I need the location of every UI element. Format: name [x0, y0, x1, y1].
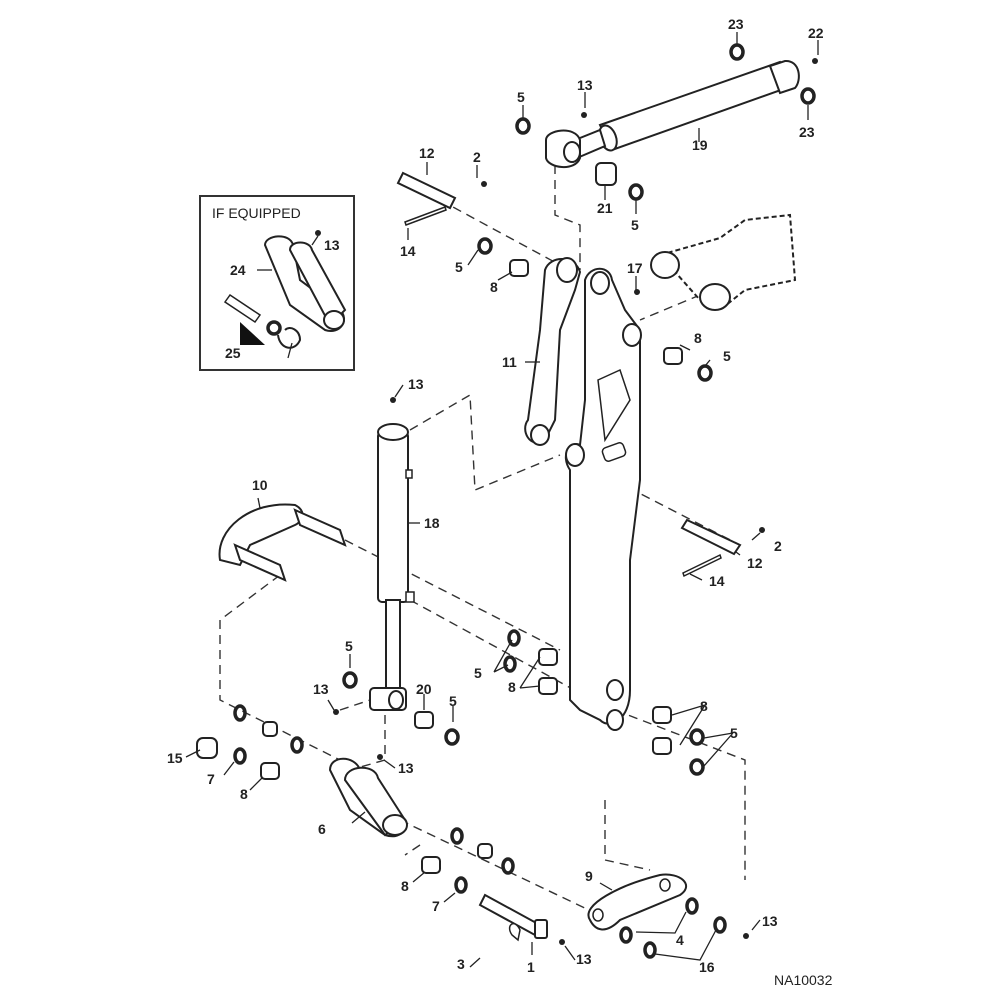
bucket-cylinder-18	[369, 423, 415, 711]
callout-8: 8	[401, 878, 409, 894]
boom-end	[650, 213, 797, 312]
callout-8: 8	[694, 330, 702, 346]
callout-25: 25	[225, 345, 241, 361]
callout-5: 5	[631, 217, 639, 233]
pin-12-top	[396, 171, 457, 210]
arm-11	[524, 257, 642, 731]
callout-24: 24	[230, 262, 246, 278]
callout-13: 13	[398, 760, 414, 776]
callout-7: 7	[432, 898, 440, 914]
callout-4: 4	[676, 932, 684, 948]
callout-5: 5	[517, 89, 525, 105]
callout-10: 10	[252, 477, 268, 493]
callout-14: 14	[709, 573, 725, 589]
callout-21: 21	[597, 200, 613, 216]
inset-title: IF EQUIPPED	[212, 205, 301, 221]
side-link-9	[587, 873, 688, 931]
callout-13: 13	[408, 376, 424, 392]
callout-16: 16	[699, 959, 715, 975]
arm-cylinder-19	[545, 59, 800, 186]
callout-5: 5	[449, 693, 457, 709]
bolt-14-right	[682, 553, 722, 578]
callout-2: 2	[774, 538, 782, 554]
callout-11: 11	[502, 354, 517, 370]
leader-lines	[185, 32, 819, 968]
callout-8: 8	[700, 698, 708, 714]
callout-6: 6	[318, 821, 326, 837]
callout-5: 5	[723, 348, 731, 364]
callout-8: 8	[490, 279, 498, 295]
callout-5: 5	[730, 725, 738, 741]
callout-17: 17	[627, 260, 643, 276]
pin-1	[478, 893, 548, 939]
callout-7: 7	[207, 771, 215, 787]
callout-13: 13	[577, 77, 593, 93]
callout-1: 1	[527, 959, 535, 975]
callout-5: 5	[345, 638, 353, 654]
callout-13: 13	[576, 951, 592, 967]
callout-15: 15	[167, 750, 183, 766]
callout-3: 3	[457, 956, 465, 972]
callout-13: 13	[313, 681, 329, 697]
callout-5: 5	[474, 665, 482, 681]
callout-13: 13	[762, 913, 778, 929]
callout-9: 9	[585, 868, 593, 884]
callout-8: 8	[508, 679, 516, 695]
callout-19: 19	[692, 137, 708, 153]
figure-id: NA10032	[774, 972, 833, 988]
callout-23: 23	[728, 16, 744, 32]
bucket-link-6	[328, 757, 408, 838]
callout-5: 5	[455, 259, 463, 275]
link-pin-assembly-10	[218, 503, 347, 582]
callout-18: 18	[424, 515, 440, 531]
callout-2: 2	[473, 149, 481, 165]
callout-12: 12	[419, 145, 435, 161]
callouts: 5 13 19 23 22 23 21 5 12 2 14 5 8 17 11 …	[167, 16, 824, 975]
pin-12-right	[680, 518, 742, 556]
callout-13: 13	[324, 237, 340, 253]
callout-14: 14	[400, 243, 416, 259]
callout-12: 12	[747, 555, 763, 571]
callout-23: 23	[799, 124, 815, 140]
if-equipped-inset: IF EQUIPPED	[199, 195, 355, 371]
bolt-14-top	[404, 206, 447, 226]
small-parts	[196, 43, 818, 959]
callout-8: 8	[240, 786, 248, 802]
callout-20: 20	[416, 681, 432, 697]
callout-22: 22	[808, 25, 824, 41]
